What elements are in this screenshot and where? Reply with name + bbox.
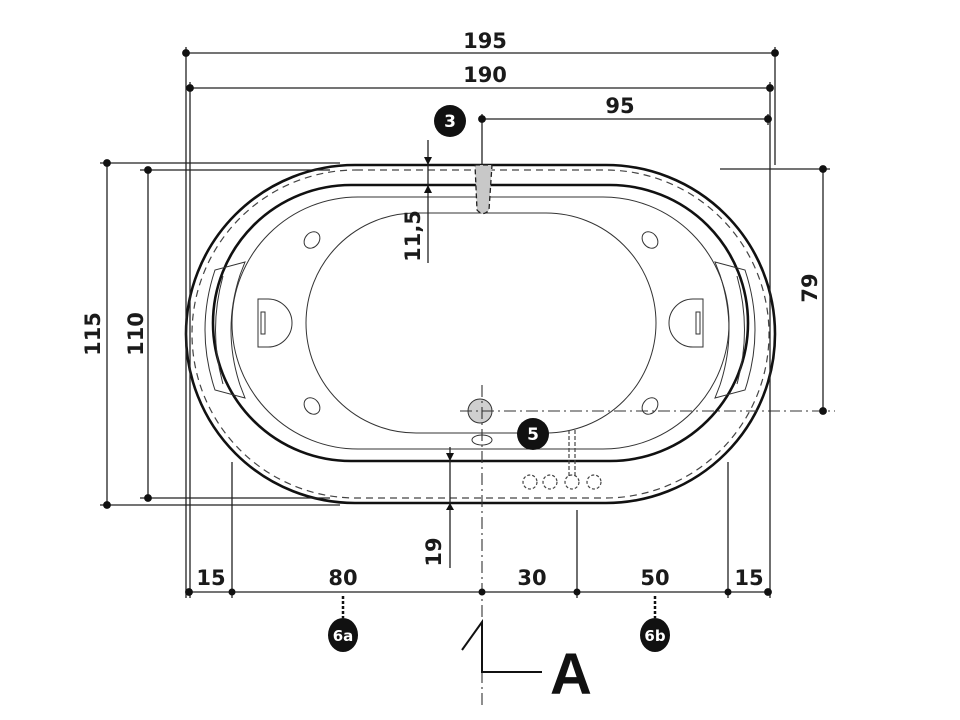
svg-text:6b: 6b xyxy=(644,627,665,645)
dim-bottom-segment: 30 xyxy=(517,566,546,590)
section-marker-a: A xyxy=(461,618,592,707)
dim-bottom-segment: 15 xyxy=(196,566,225,590)
dim-overall-width: 115 xyxy=(81,312,105,356)
svg-text:A: A xyxy=(550,642,592,707)
callout-6a: 6a xyxy=(328,596,358,652)
dim-rim-depth-front: 19 xyxy=(422,537,446,566)
dim-bottom-segment: 50 xyxy=(640,566,669,590)
tub-outer-edge xyxy=(184,163,777,505)
dim-bottom-segment: 15 xyxy=(734,566,763,590)
headrest-left xyxy=(204,261,246,399)
dim-drain-offset: 95 xyxy=(605,94,634,118)
svg-text:6a: 6a xyxy=(333,627,354,645)
jet-icon xyxy=(303,231,321,249)
callout-5: 5 xyxy=(517,418,549,450)
arrow-heads xyxy=(228,157,732,596)
dim-rim-length: 190 xyxy=(463,63,507,87)
svg-text:3: 3 xyxy=(444,112,456,132)
dim-rim-width: 110 xyxy=(124,312,148,356)
dimension-lines xyxy=(103,49,827,596)
svg-text:5: 5 xyxy=(527,425,539,445)
control-buttons xyxy=(522,430,602,490)
dim-rim-depth-top: 11,5 xyxy=(401,210,425,262)
callout-3: 3 xyxy=(434,105,466,137)
dim-drain-from-back: 79 xyxy=(798,273,822,302)
extension-lines xyxy=(100,47,830,598)
jet-icon xyxy=(641,397,659,415)
dim-bottom-segment: 80 xyxy=(328,566,357,590)
headrest-right xyxy=(714,261,756,399)
tap-spout-icon xyxy=(474,164,493,215)
jet-icon xyxy=(303,397,321,415)
callout-6b: 6b xyxy=(640,596,670,652)
tub-outline xyxy=(184,163,777,505)
grab-handle-left xyxy=(257,298,293,348)
grab-handle-right xyxy=(668,298,704,348)
dim-overall-length: 195 xyxy=(463,29,507,53)
jets xyxy=(303,231,659,415)
jet-icon xyxy=(641,231,659,249)
